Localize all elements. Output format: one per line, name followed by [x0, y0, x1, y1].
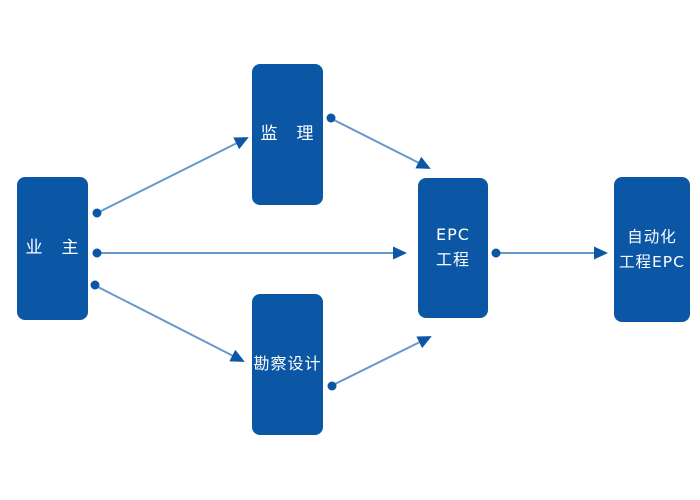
edge-start-dot: [327, 381, 337, 391]
node-supervision-label: 监 理: [260, 124, 315, 145]
edge-survey-design-to-epc: [327, 336, 432, 391]
node-automation-epc-label: 自动化 工程EPC: [619, 228, 685, 271]
node-automation-epc: 自动化 工程EPC: [614, 177, 690, 322]
edge-owner-to-supervision: [92, 137, 249, 218]
node-epc: EPC 工程: [418, 178, 488, 318]
node-supervision: 监 理: [252, 64, 323, 205]
node-survey-design: 勘察设计: [252, 294, 323, 435]
edge-supervision-to-epc: [326, 113, 431, 169]
node-owner: 业 主: [17, 177, 88, 320]
edge-start-dot: [92, 208, 102, 218]
edge-start-dot: [90, 280, 100, 290]
edge-start-dot: [92, 248, 102, 258]
edge-start-dot: [491, 248, 501, 258]
node-survey-design-label: 勘察设计: [253, 354, 322, 374]
edge-epc-to-automation-epc: [491, 246, 608, 260]
edge-start-dot: [326, 113, 336, 123]
node-epc-label: EPC 工程: [435, 225, 470, 269]
node-owner-label: 业 主: [25, 238, 80, 259]
edge-owner-to-epc: [92, 246, 407, 260]
edge-owner-to-survey-design: [90, 280, 245, 362]
